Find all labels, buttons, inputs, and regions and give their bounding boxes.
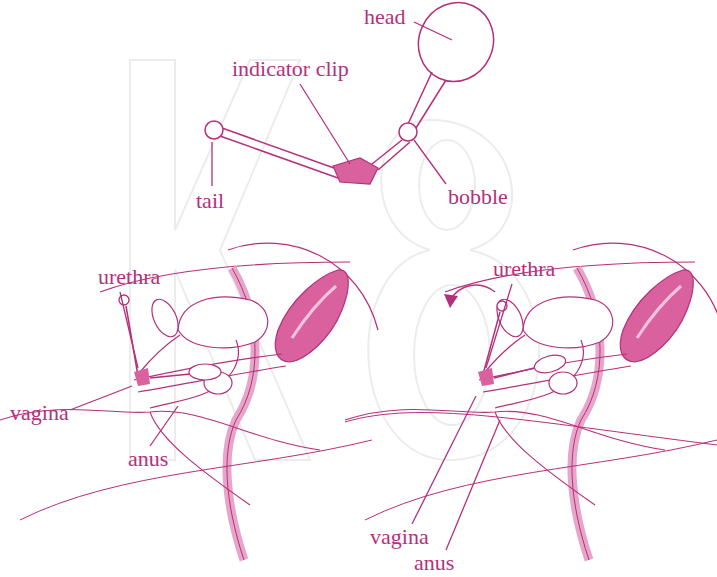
- leader-lines: [212, 22, 452, 186]
- part-label: head: [364, 6, 406, 28]
- part-label: bobble: [448, 186, 508, 208]
- part-label: urethra: [493, 258, 555, 280]
- part-label: anus: [414, 552, 454, 574]
- part-label: anus: [128, 448, 168, 470]
- part-label: vagina: [10, 402, 69, 424]
- part-label: urethra: [98, 266, 160, 288]
- part-label: tail: [196, 190, 224, 212]
- part-label: vagina: [370, 526, 429, 548]
- device-drawing: [205, 0, 506, 184]
- device-inserted-right: [444, 285, 568, 386]
- part-label: indicator clip: [232, 58, 349, 80]
- device-inserted-left: [119, 295, 221, 386]
